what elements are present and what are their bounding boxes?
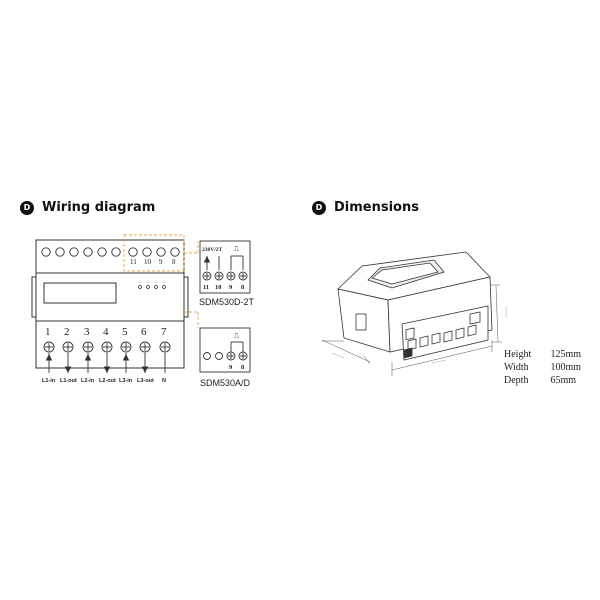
- bottom-terminal-number: 1: [45, 326, 51, 338]
- logo-d-icon: D: [20, 200, 34, 215]
- indicator-leds: [138, 285, 166, 289]
- top-terminal-label: 10: [144, 258, 152, 266]
- wire-arrows: [45, 353, 166, 374]
- sdm530a-terminal: 8: [241, 364, 245, 371]
- sdm530d-terminal: 11: [203, 284, 209, 291]
- lcd-display: [43, 282, 117, 304]
- top-terminal-label: 8: [172, 258, 176, 266]
- spec-value: 125mm: [550, 349, 582, 360]
- wire-label: L2-in: [81, 378, 95, 384]
- spec-label: Width: [504, 362, 529, 373]
- spec-row-depth: Depth 65mm: [504, 375, 576, 386]
- top-terminal-label: 9: [159, 258, 163, 266]
- sdm530d-terminal: 9: [229, 284, 233, 291]
- wire-label: L3-in: [119, 378, 133, 384]
- bottom-terminal-number: 4: [103, 326, 109, 338]
- bottom-terminal-number: 3: [84, 326, 90, 338]
- sdm530a-caption: SDM530A/D: [200, 378, 251, 388]
- sdm530d-inset: 230V/2T ⎍ 11 10 9 8 SDM530D-2T: [199, 240, 255, 307]
- bottom-terminal-number: 2: [64, 326, 70, 338]
- dimension-small-marks: [331, 306, 507, 364]
- bottom-screw-terminals: [43, 341, 171, 353]
- logo-d-icon: D: [312, 200, 326, 215]
- pulse-icon: ⎍: [234, 332, 239, 340]
- wire-label: L3-out: [137, 378, 154, 384]
- wire-label: L1-in: [42, 378, 56, 384]
- bottom-terminal-number: 6: [141, 326, 147, 338]
- wire-label: N: [162, 378, 166, 384]
- wire-label: L1-out: [60, 378, 77, 384]
- spec-value: 100mm: [550, 362, 582, 373]
- spec-row-width: Width 100mm: [504, 362, 581, 373]
- top-terminal-holes: [41, 247, 180, 257]
- dimensions-title: Dimensions: [334, 200, 419, 215]
- sdm530d-header: 230V/2T: [202, 247, 223, 253]
- spec-label: Height: [504, 349, 532, 360]
- sdm530d-terminal: 10: [215, 284, 222, 291]
- sdm530d-caption: SDM530D-2T: [199, 297, 255, 307]
- top-terminal-label: 11: [130, 258, 137, 266]
- pulse-icon: ⎍: [234, 245, 239, 253]
- spec-label: Depth: [504, 375, 529, 386]
- wiring-diagram-heading: D Wiring diagram: [20, 200, 155, 215]
- spec-value: 65mm: [550, 375, 577, 386]
- dimensions-heading: D Dimensions: [312, 200, 419, 215]
- dimension-lines: [321, 284, 502, 376]
- bottom-terminal-number: 7: [161, 326, 167, 338]
- wiring-diagram-title: Wiring diagram: [42, 200, 156, 215]
- bottom-terminal-number: 5: [122, 326, 128, 338]
- sdm530d-terminal: 8: [241, 284, 245, 291]
- isometric-terminals: [403, 311, 481, 359]
- wire-label: L2-out: [99, 378, 116, 384]
- spec-row-height: Height 125mm: [504, 349, 581, 360]
- sdm530a-inset: ⎍ 9 8 SDM530A/D: [199, 327, 251, 388]
- sdm530a-terminal: 9: [229, 364, 233, 371]
